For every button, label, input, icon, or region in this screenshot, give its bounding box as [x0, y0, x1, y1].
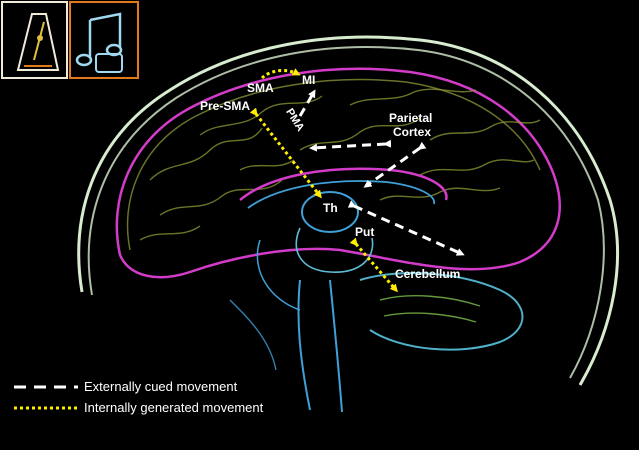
label-sma: SMA	[247, 81, 274, 95]
label-thalamus: Th	[323, 201, 338, 215]
label-cerebellum: Cerebellum	[395, 267, 460, 281]
external-pathway-arrows	[300, 92, 462, 254]
label-cortex: Cortex	[393, 125, 431, 139]
skull-outline	[79, 37, 618, 385]
label-putamen: Put	[355, 225, 374, 239]
legend-external-label: Externally cued movement	[84, 379, 237, 394]
deep-structures	[240, 169, 447, 310]
label-mi: MI	[302, 73, 315, 87]
music-notes-icon	[70, 2, 138, 78]
metronome-icon	[2, 2, 67, 78]
legend-internal-label: Internally generated movement	[84, 400, 263, 415]
label-pre-sma: Pre-SMA	[200, 99, 250, 113]
label-parietal: Parietal	[389, 111, 432, 125]
cortex-outline	[117, 69, 560, 277]
legend	[14, 387, 78, 408]
